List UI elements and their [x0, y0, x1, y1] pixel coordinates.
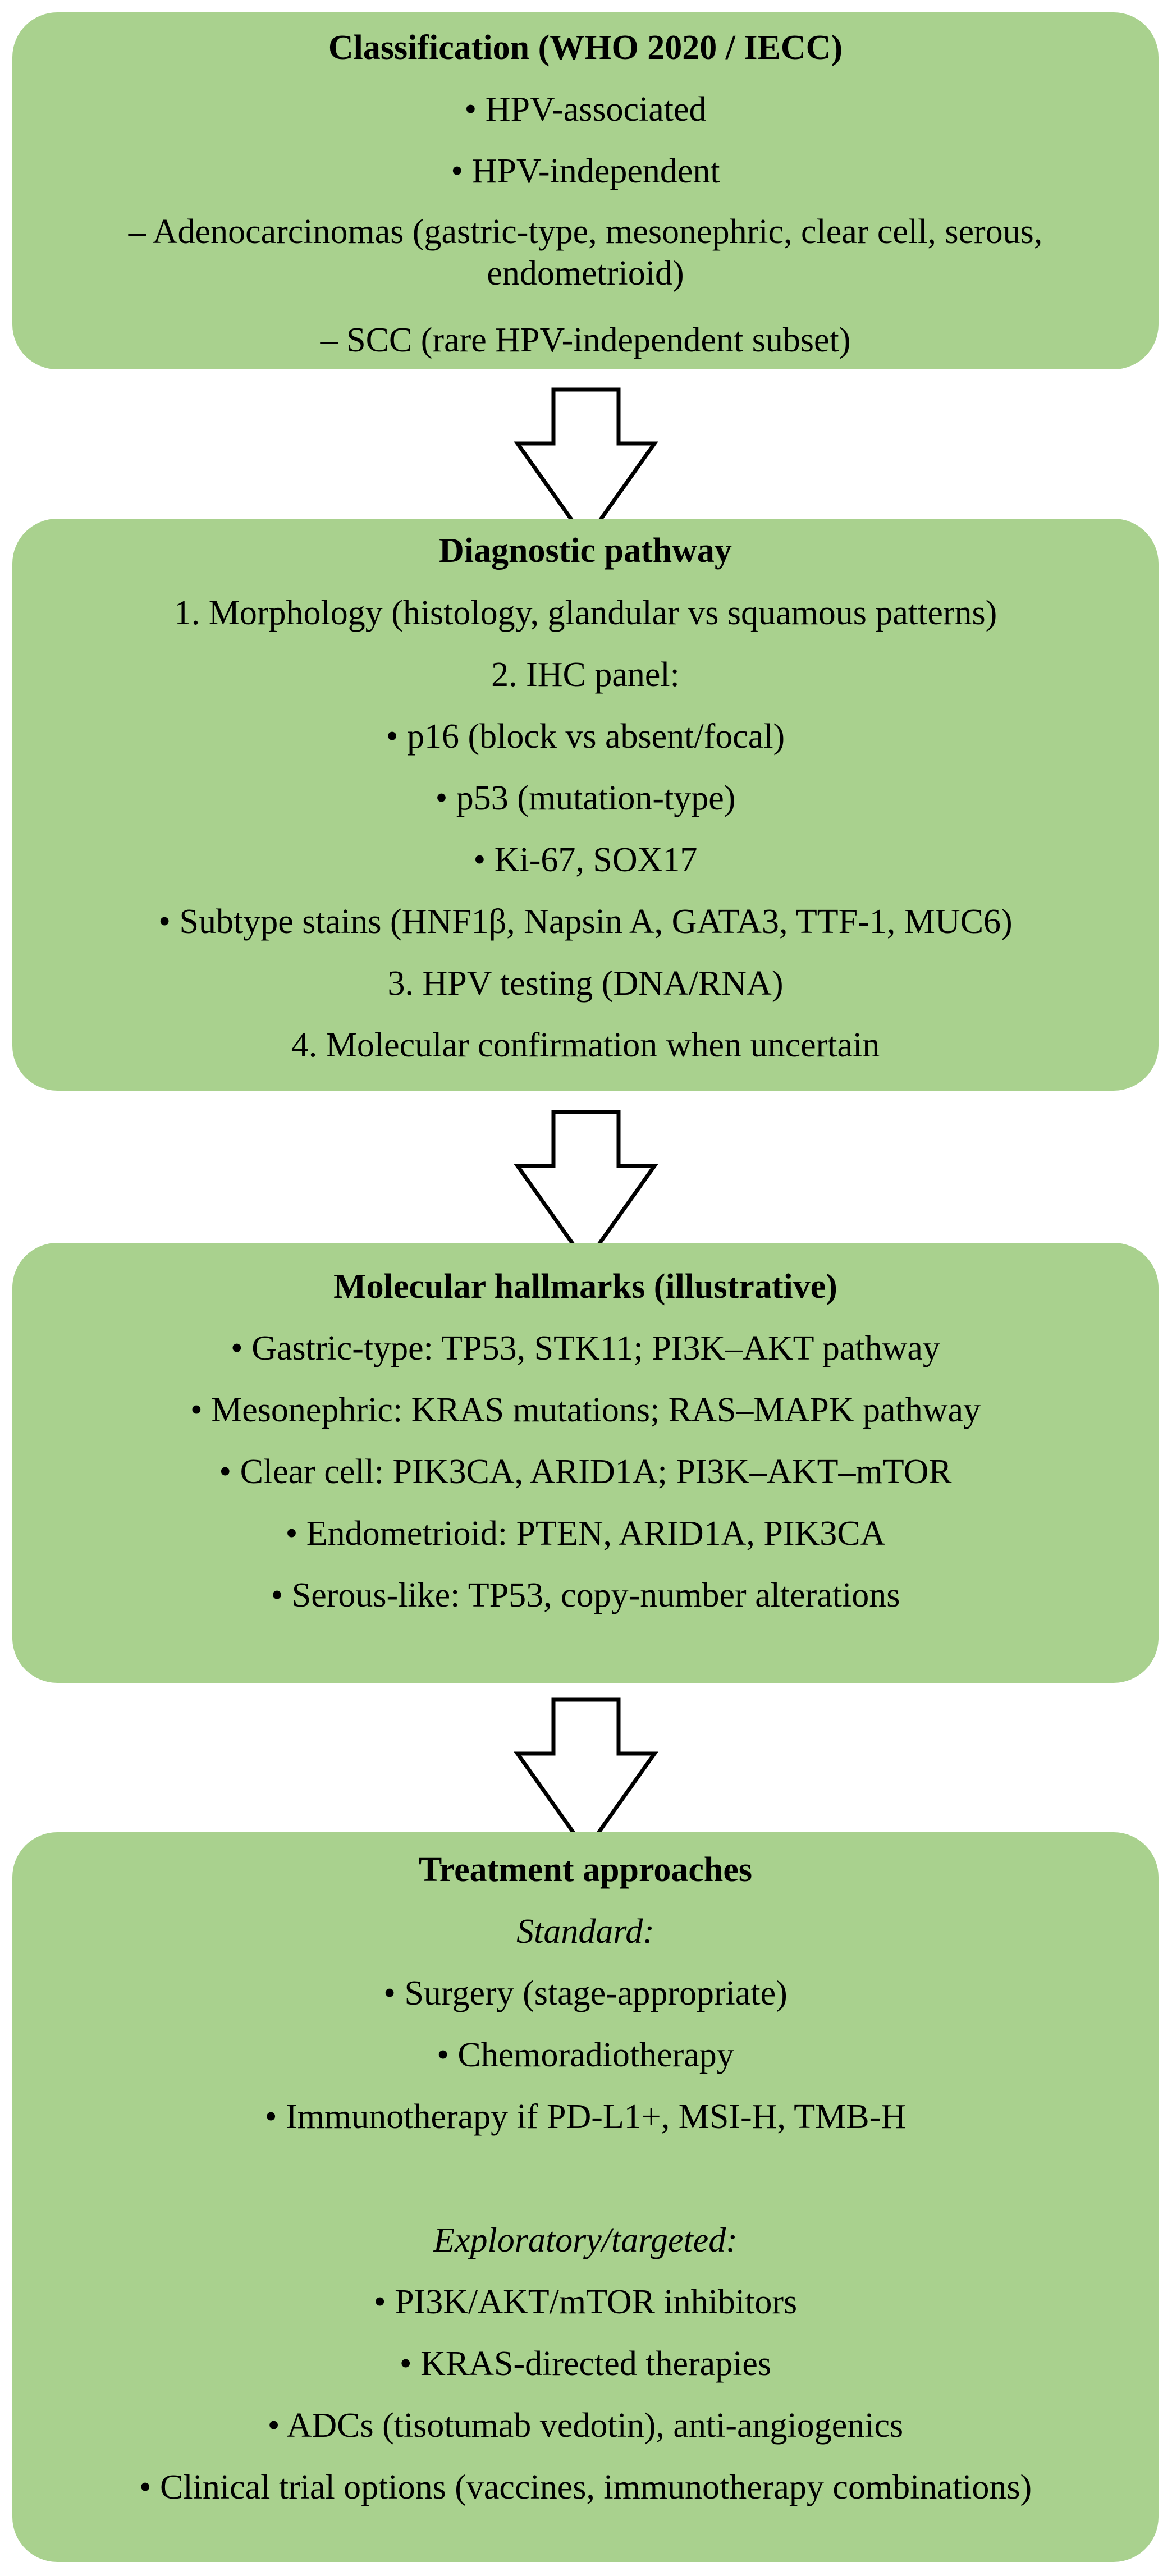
treatment-title: Treatment approaches — [418, 1851, 753, 1889]
treatment-exploratory-label: Exploratory/targeted: — [433, 2221, 738, 2259]
diagnostic-item: 2. IHC panel: — [491, 656, 680, 694]
classification-item: • HPV-associated — [464, 90, 707, 129]
diagnostic-item: • Ki-67, SOX17 — [473, 841, 698, 879]
molecular-title: Molecular hallmarks (illustrative) — [333, 1268, 837, 1306]
treatment-exploratory-item: • Clinical trial options (vaccines, immu… — [139, 2468, 1032, 2506]
diagnostic-box: Diagnostic pathway 1. Morphology (histol… — [12, 519, 1159, 1091]
treatment-exploratory-item: • PI3K/AKT/mTOR inhibitors — [373, 2283, 798, 2321]
treatment-box: Treatment approaches Standard: • Surgery… — [12, 1832, 1159, 2562]
molecular-item: • Mesonephric: KRAS mutations; RAS–MAPK … — [190, 1391, 981, 1429]
classification-item: – Adenocarcinomas (gastric-type, mesonep… — [128, 213, 1043, 292]
classification-item: • HPV-independent — [451, 152, 720, 190]
molecular-item: • Serous-like: TP53, copy-number alterat… — [271, 1576, 900, 1614]
diagnostic-item: 4. Molecular confirmation when uncertain — [291, 1026, 880, 1064]
down-arrow-icon — [514, 1697, 658, 1854]
treatment-standard-item: • Chemoradiotherapy — [437, 2036, 734, 2074]
diagnostic-item: 1. Morphology (histology, glandular vs s… — [173, 594, 997, 632]
diagnostic-title: Diagnostic pathway — [439, 532, 732, 570]
diagnostic-item: • Subtype stains (HNF1β, Napsin A, GATA3… — [158, 903, 1013, 941]
treatment-exploratory-item: • KRAS-directed therapies — [399, 2345, 772, 2383]
classification-box: Classification (WHO 2020 / IECC) • HPV-a… — [12, 12, 1159, 369]
down-arrow-icon — [514, 387, 658, 543]
diagnostic-item: • p16 (block vs absent/focal) — [386, 717, 785, 756]
treatment-exploratory-item: • ADCs (tisotumab vedotin), anti-angioge… — [267, 2406, 904, 2445]
diagnostic-item: 3. HPV testing (DNA/RNA) — [387, 964, 784, 1003]
molecular-item: • Endometrioid: PTEN, ARID1A, PIK3CA — [285, 1515, 886, 1553]
molecular-box: Molecular hallmarks (illustrative) • Gas… — [12, 1243, 1159, 1683]
molecular-item: • Gastric-type: TP53, STK11; PI3K–AKT pa… — [231, 1329, 940, 1367]
treatment-standard-item: • Surgery (stage-appropriate) — [383, 1974, 788, 2012]
treatment-standard-item: • Immunotherapy if PD-L1+, MSI-H, TMB-H — [264, 2098, 907, 2136]
classification-title: Classification (WHO 2020 / IECC) — [328, 29, 843, 67]
diagnostic-item: • p53 (mutation-type) — [435, 779, 736, 817]
classification-item: – SCC (rare HPV-independent subset) — [320, 321, 851, 359]
treatment-standard-label: Standard: — [516, 1912, 654, 1951]
molecular-item: • Clear cell: PIK3CA, ARID1A; PI3K–AKT–m… — [219, 1453, 952, 1491]
down-arrow-icon — [514, 1110, 658, 1266]
